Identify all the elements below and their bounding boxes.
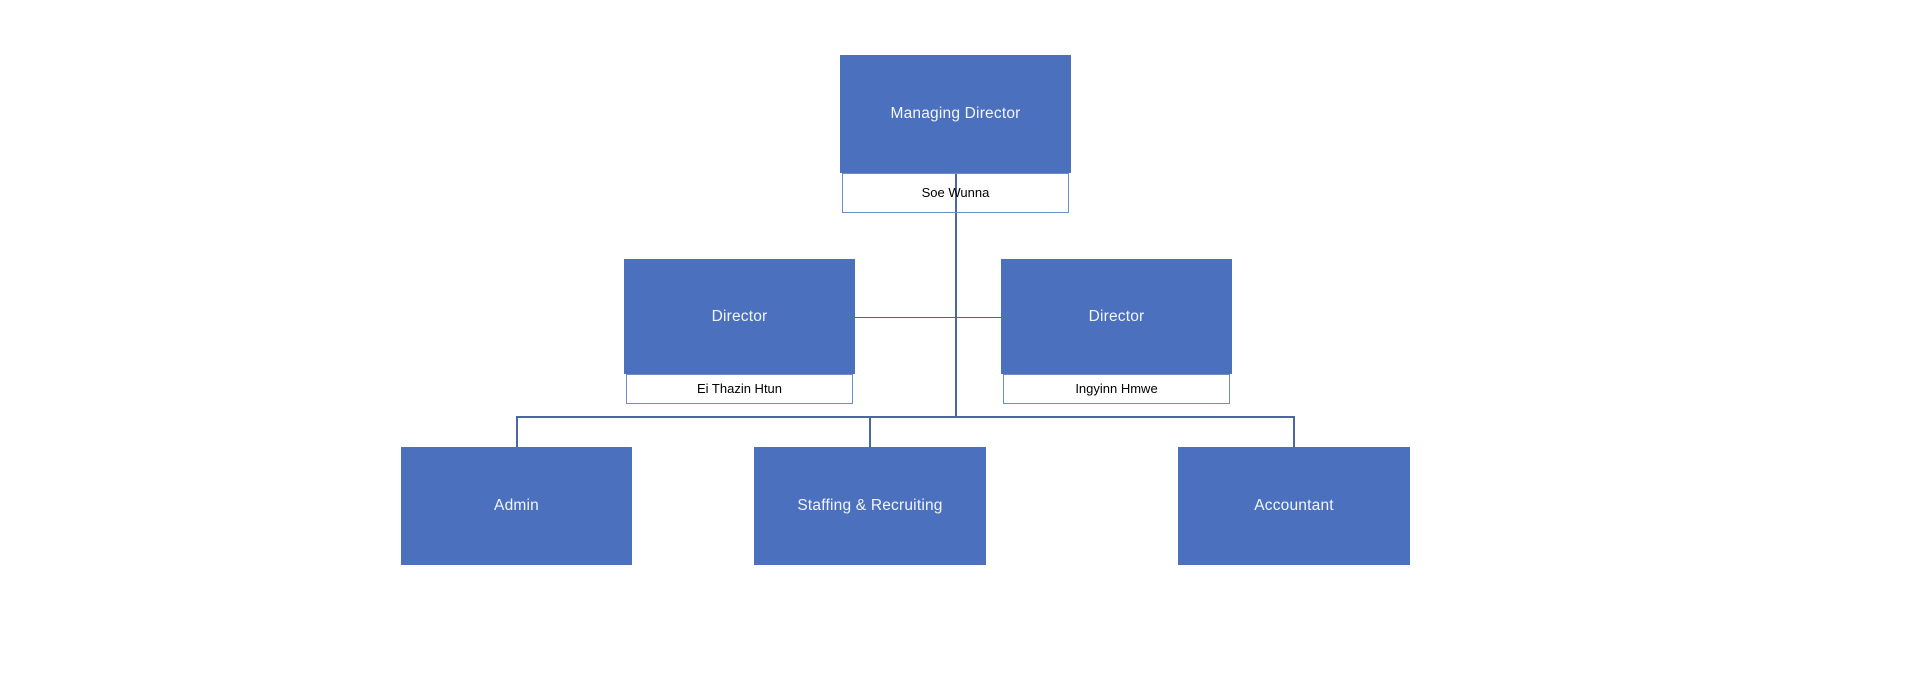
org-node-director-left[interactable]: Director Ei Thazin Htun — [624, 259, 855, 404]
name-plate: Soe Wunna — [842, 173, 1069, 213]
connector-stub-staffing — [869, 416, 871, 447]
role-box: Director — [1001, 259, 1232, 374]
role-box: Director — [624, 259, 855, 374]
connector-directors-horizontal — [855, 316, 1001, 318]
role-box: Staffing & Recruiting — [754, 447, 986, 565]
name-label: Soe Wunna — [921, 184, 990, 200]
connector-bottom-horizontal — [516, 416, 1295, 418]
role-label: Admin — [494, 497, 539, 515]
org-node-director-right[interactable]: Director Ingyinn Hmwe — [1001, 259, 1232, 404]
connector-stub-admin — [516, 416, 518, 447]
org-node-accountant[interactable]: Accountant — [1178, 447, 1410, 565]
name-plate: Ingyinn Hmwe — [1003, 374, 1230, 404]
org-node-staffing-recruiting[interactable]: Staffing & Recruiting — [754, 447, 986, 565]
name-label: Ei Thazin Htun — [696, 380, 783, 396]
role-label: Managing Director — [890, 105, 1021, 123]
org-node-managing-director[interactable]: Managing Director Soe Wunna — [840, 55, 1071, 213]
role-box: Accountant — [1178, 447, 1410, 565]
role-box: Managing Director — [840, 55, 1071, 173]
connector-trunk-vertical — [955, 173, 957, 418]
role-label: Director — [1088, 307, 1145, 325]
name-plate: Ei Thazin Htun — [626, 374, 853, 404]
org-node-admin[interactable]: Admin — [401, 447, 632, 565]
connector-stub-accountant — [1293, 416, 1295, 447]
name-label: Ingyinn Hmwe — [1075, 380, 1158, 396]
role-label: Staffing & Recruiting — [797, 497, 943, 515]
role-label: Accountant — [1254, 497, 1334, 515]
role-label: Director — [711, 307, 768, 325]
role-box: Admin — [401, 447, 632, 565]
